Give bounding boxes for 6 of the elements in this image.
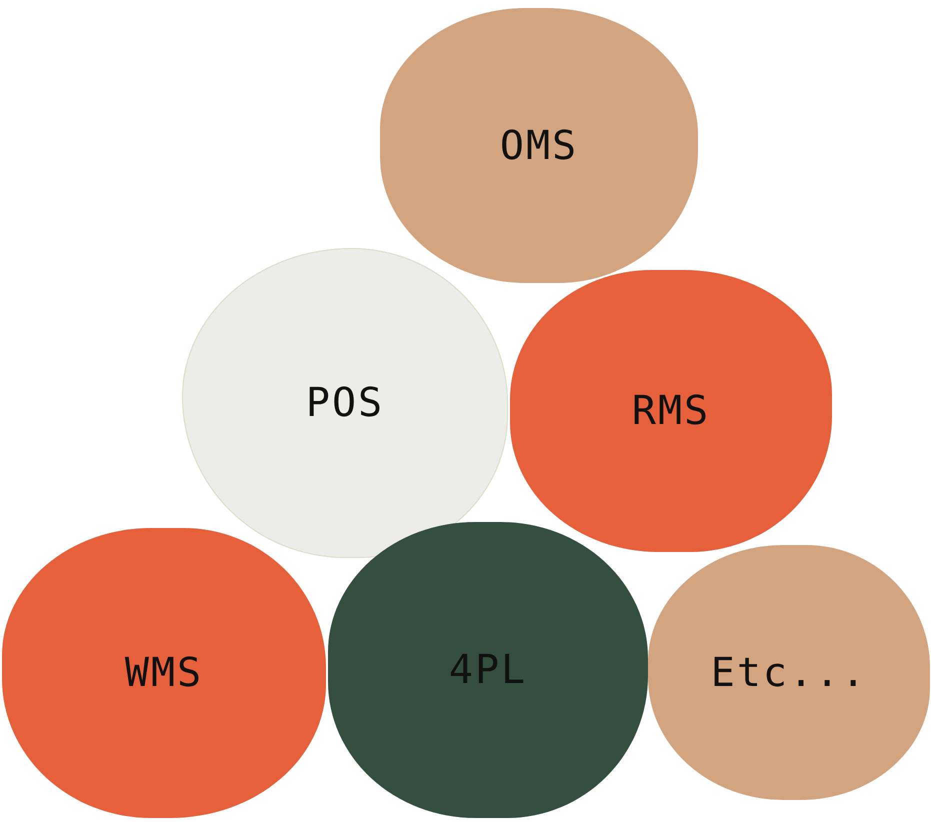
blob-label: WMS [124, 650, 204, 696]
blob-label: OMS [500, 122, 578, 168]
blob-label: RMS [632, 388, 710, 434]
blob-label: Etc... [710, 650, 868, 696]
blob-label: POS [306, 380, 384, 426]
blob-label: 4PL [448, 647, 528, 693]
